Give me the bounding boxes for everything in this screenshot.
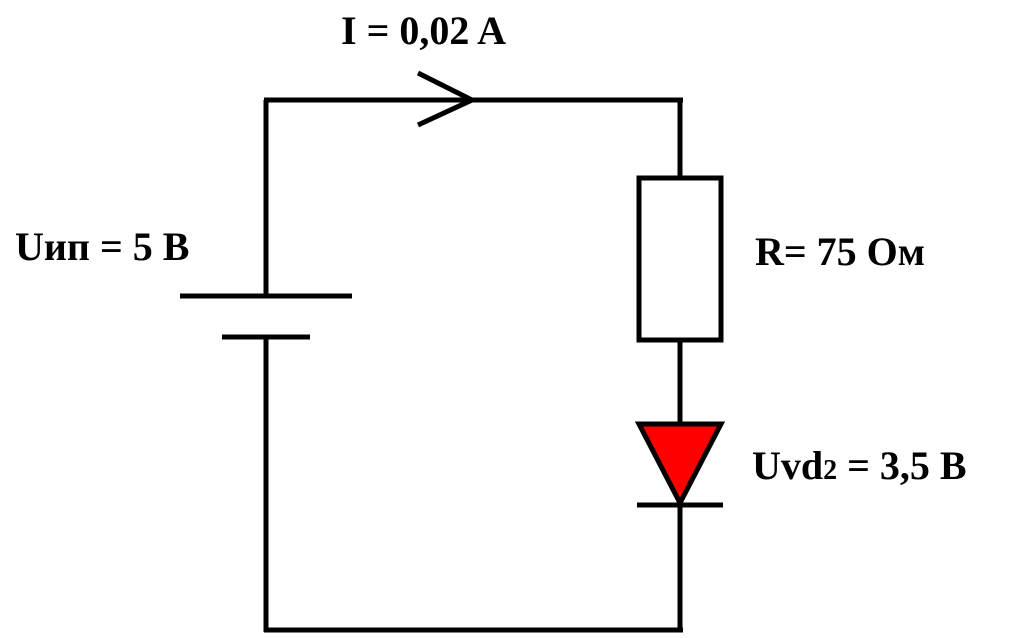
supply-voltage-label: Uип = 5 В (15, 224, 189, 269)
diode-icon (634, 421, 726, 509)
diode-voltage-label: Uvd2 = 3,5 В (752, 443, 967, 488)
circuit-wires (263, 97, 683, 633)
battery-icon (180, 293, 352, 340)
diode-voltage-value: = 3,5 В (837, 443, 966, 488)
resistor-icon (636, 175, 724, 343)
diode-triangle (634, 421, 726, 509)
arrow-right-icon (416, 70, 478, 128)
diode-voltage-prefix: Uvd (752, 443, 823, 488)
resistance-label: R= 75 Ом (755, 229, 925, 274)
diode-voltage-index: 2 (823, 455, 837, 486)
current-label: I = 0,02 A (341, 8, 506, 53)
